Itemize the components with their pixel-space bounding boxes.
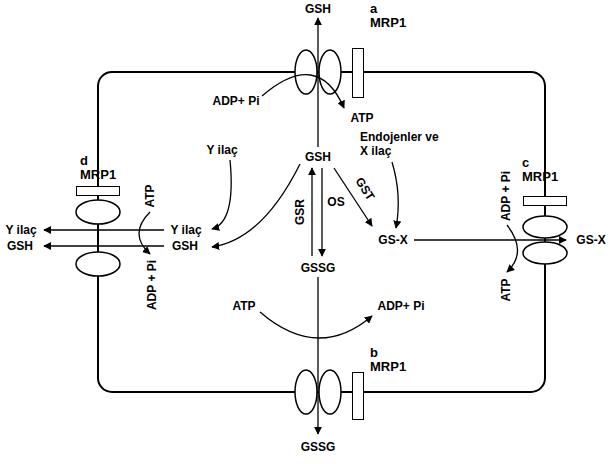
transporter-letter: a [370,2,406,16]
reduction-arrow [311,168,312,256]
diagram-label: ATP [143,184,157,207]
efflux-arrow [44,245,164,246]
diagram-label: GS-X [378,233,407,247]
diagram-label: GSH [305,150,331,164]
transporter-name: MRP1 [80,168,116,182]
diagram-label: ADP + Pi [145,260,159,310]
transporter-box: bMRP1 [352,346,407,420]
transporter-label: cMRP1 [522,156,558,184]
transporter-letter: d [80,154,116,168]
diagram-label: ATP [350,111,373,125]
diagram-label: ADP+ Pi [377,299,424,313]
transporter-label: aMRP1 [370,2,406,30]
diagram-label: OS [327,195,344,209]
atp-arrow [139,212,150,254]
diagram-label: ADP+ Pi [212,94,259,108]
efflux-arrow [44,229,164,230]
transporter-letter: b [370,346,406,360]
diagram-label: GSH [305,2,331,16]
diagram-label: GST [352,175,377,203]
transporter-bar [523,196,567,206]
atp-arrow [262,75,344,108]
transporter-subunit [319,50,341,94]
transporter-subunit [319,370,341,414]
transporter-subunit [295,50,317,94]
efflux-arrow [414,239,566,240]
diagram-label: Y ilaç [5,223,36,237]
diagram-label: GS-X [576,233,605,247]
transporter-name: MRP1 [370,360,406,374]
transporter-subunit [295,370,317,414]
diagram-label: GSH [172,239,198,253]
transporter-bar [76,186,120,196]
diagram-label: GSR [293,199,307,225]
diagram-label: Endojenler ve X ilaç [360,130,444,158]
diagram-label: ATP [232,299,255,313]
diagram-label: GSSG [301,440,336,454]
transporter-name: MRP1 [522,170,558,184]
transporter-subunit [76,252,120,276]
atp-arrow [507,225,518,272]
transporter-subunit [76,200,120,224]
transporter-box: dMRP1 [76,154,120,196]
transporter-bar [352,372,364,420]
diagram-label: GSSG [301,261,336,275]
diagram-label: ADP + Pi [499,171,513,221]
diagram-label: ATP [499,278,513,301]
cotransport-arrow [212,164,300,247]
transporter-box: aMRP1 [352,2,407,98]
efflux-arrow [317,277,318,434]
diagram-label: Y ilaç [170,223,201,237]
cell-membrane [98,72,545,392]
transporter-label: dMRP1 [80,154,116,182]
transporter-name: MRP1 [370,16,406,30]
transporter-box: cMRP1 [520,156,567,206]
cotransport-arrow [212,160,231,229]
diagram-label: GSH [7,239,33,253]
atp-arrow [260,312,372,338]
substrate-arrow [392,162,398,228]
transporter-label: bMRP1 [370,346,406,374]
diagram-label: Y ilaç [206,143,237,157]
transporter-letter: c [522,156,558,170]
transporter-bar [352,48,364,98]
transporter-subunit [523,216,567,238]
transporter-subunit [523,242,567,264]
efflux-arrow [317,18,318,147]
oxidation-arrow [321,168,322,256]
